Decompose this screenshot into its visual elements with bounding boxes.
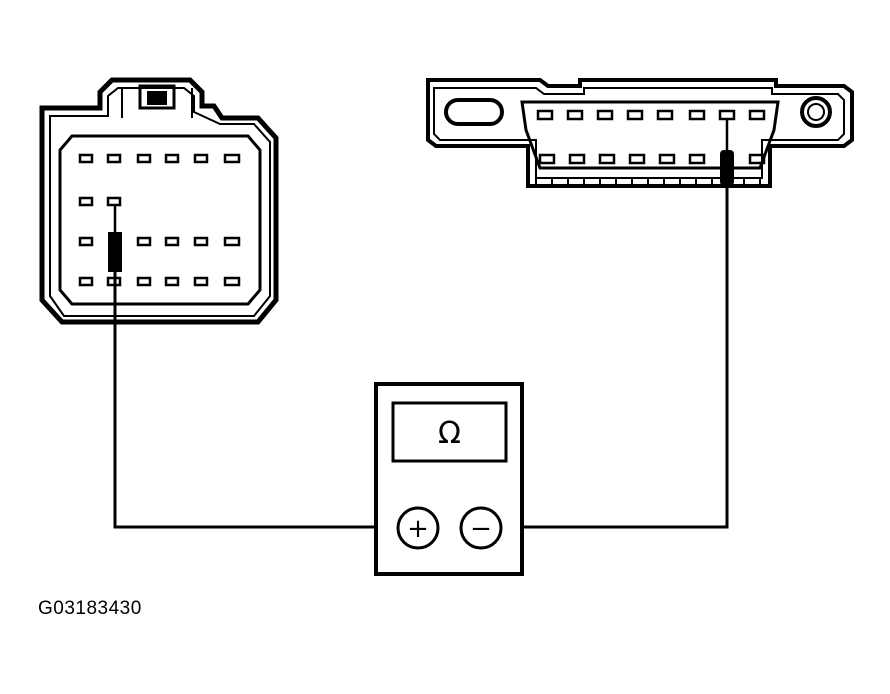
data-link-connector-pins	[536, 109, 766, 165]
ohm-symbol: Ω	[438, 416, 461, 451]
negative-lead-wire	[508, 186, 729, 529]
left-test-probe	[108, 205, 122, 272]
negative-terminal	[459, 506, 503, 550]
figure-id: G03183430	[38, 598, 142, 619]
ohmmeter: Ω + −	[374, 382, 524, 576]
data-link-connector	[426, 78, 854, 188]
right-test-probe	[720, 119, 734, 186]
positive-terminal-label: +	[407, 514, 429, 544]
module-connector	[39, 77, 279, 325]
positive-lead-wire	[113, 272, 400, 529]
negative-terminal-label: −	[470, 514, 492, 544]
positive-terminal	[396, 506, 440, 550]
meter-display	[391, 401, 508, 463]
module-connector-pins	[78, 153, 241, 287]
